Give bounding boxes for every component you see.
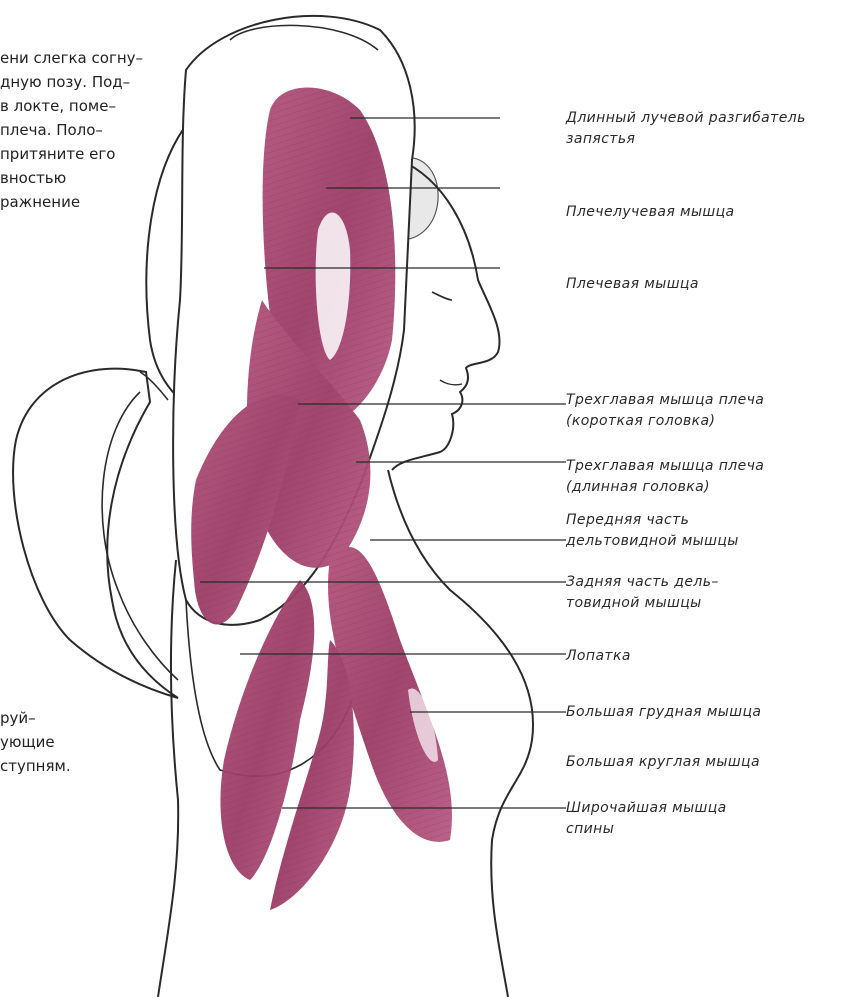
- text-line: в локте, поме–: [0, 94, 143, 118]
- label-brachioradialis: Плечелучевая мышца: [566, 202, 735, 223]
- label-line: Большая круглая мышца: [566, 752, 760, 773]
- label-line: товидной мышцы: [566, 593, 719, 614]
- text-line: плеча. Поло–: [0, 118, 143, 142]
- label-line: запястья: [566, 129, 806, 150]
- text-line: вностью: [0, 166, 143, 190]
- body-text-top: ени слегка согну– дную позу. Под– в локт…: [0, 46, 143, 214]
- label-teres-major: Большая круглая мышца: [566, 752, 760, 773]
- label-pectoralis-major: Большая грудная мышца: [566, 702, 761, 723]
- label-line: Трехглавая мышца плеча: [566, 456, 764, 477]
- text-line: дную позу. Под–: [0, 70, 143, 94]
- back-outline: [158, 560, 178, 997]
- label-line: Трехглавая мышца плеча: [566, 390, 764, 411]
- text-line: ступням.: [0, 754, 71, 778]
- label-line: Длинный лучевой разгибатель: [566, 108, 806, 129]
- label-posterior-deltoid: Задняя часть дель– товидной мышцы: [566, 572, 719, 614]
- label-triceps-long-head: Трехглавая мышца плеча (длинная головка): [566, 456, 764, 498]
- label-anterior-deltoid: Передняя часть дельтовидной мышцы: [566, 510, 739, 552]
- text-line: притяните его: [0, 142, 143, 166]
- ponytail: [13, 369, 178, 698]
- label-line: (короткая головка): [566, 411, 764, 432]
- label-latissimus-dorsi: Широчайшая мышца спины: [566, 798, 727, 840]
- label-line: Большая грудная мышца: [566, 702, 761, 723]
- body-text-bottom: руй– ующие ступням.: [0, 706, 71, 778]
- label-line: Плечелучевая мышца: [566, 202, 735, 223]
- label-scapula: Лопатка: [566, 646, 631, 667]
- label-line: Задняя часть дель–: [566, 572, 719, 593]
- label-line: Передняя часть: [566, 510, 739, 531]
- label-line: (длинная головка): [566, 477, 764, 498]
- label-line: дельтовидной мышцы: [566, 531, 739, 552]
- text-line: ующие: [0, 730, 71, 754]
- text-line: руй–: [0, 706, 71, 730]
- label-triceps-short-head: Трехглавая мышца плеча (короткая головка…: [566, 390, 764, 432]
- label-line: Плечевая мышца: [566, 274, 699, 295]
- text-line: ени слегка согну–: [0, 46, 143, 70]
- text-line: ражнение: [0, 190, 143, 214]
- label-brachialis: Плечевая мышца: [566, 274, 699, 295]
- label-extensor-carpi-radialis-longus: Длинный лучевой разгибатель запястья: [566, 108, 806, 150]
- label-line: Широчайшая мышца: [566, 798, 727, 819]
- label-line: спины: [566, 819, 727, 840]
- label-line: Лопатка: [566, 646, 631, 667]
